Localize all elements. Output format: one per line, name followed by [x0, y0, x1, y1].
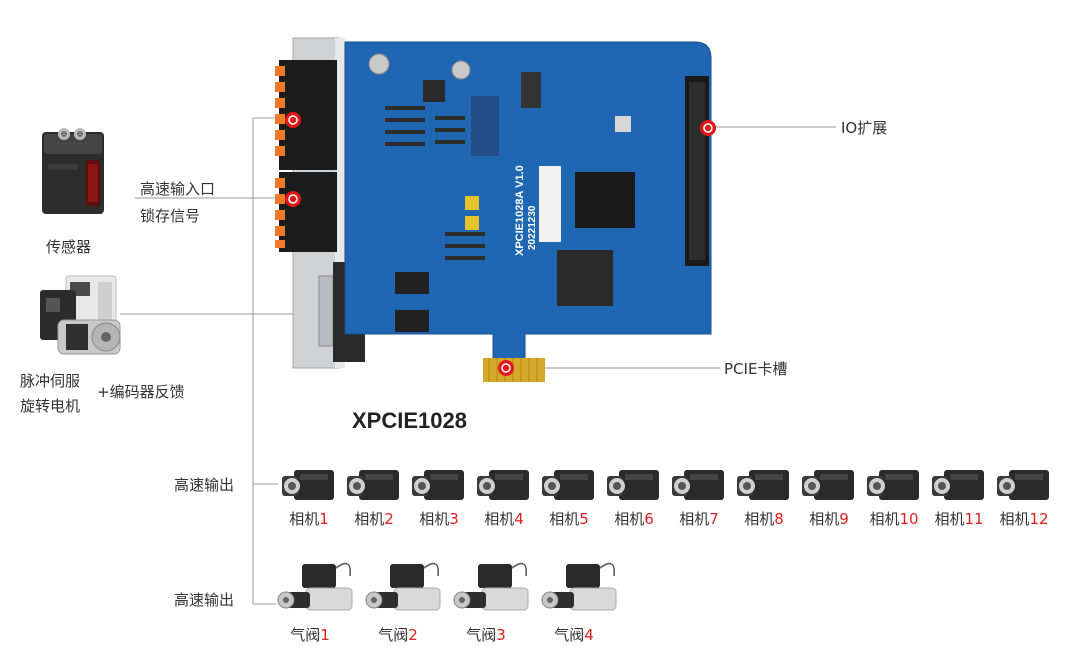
camera-name: 相机 — [549, 510, 580, 528]
camera-icon — [932, 470, 984, 500]
valve-number: 4 — [584, 626, 594, 644]
camera-number: 8 — [774, 510, 784, 528]
label-camera-output: 高速输出 — [174, 476, 235, 494]
valve-name: 气阀 — [554, 626, 585, 644]
valve-name: 气阀 — [378, 626, 409, 644]
label-input-line2: 锁存信号 — [140, 207, 201, 225]
label-input-line1: 高速输入口 — [140, 180, 216, 198]
camera-label: 相机9 — [798, 508, 860, 529]
camera-number: 1 — [319, 510, 329, 528]
camera-name: 相机 — [934, 510, 965, 528]
camera-number: 2 — [384, 510, 394, 528]
camera-label: 相机1 — [278, 508, 340, 529]
camera-number: 4 — [514, 510, 524, 528]
valve-label: 气阀1 — [280, 624, 340, 645]
solenoid-valve-icon — [365, 562, 441, 611]
product-name: XPCIE1028 — [352, 408, 467, 433]
camera-name: 相机 — [744, 510, 775, 528]
photoelectric-sensor-icon — [42, 128, 104, 214]
camera-number: 11 — [964, 510, 984, 528]
marker-input-upper — [285, 112, 301, 128]
camera-icon — [282, 470, 334, 500]
camera-icon — [867, 470, 919, 500]
camera-label: 相机10 — [863, 508, 925, 529]
camera-label: 相机5 — [538, 508, 600, 529]
camera-number: 5 — [579, 510, 589, 528]
camera-name: 相机 — [614, 510, 645, 528]
board-silk-model: XPCIE1028A V1.0 — [514, 165, 526, 256]
valve-label: 气阀2 — [368, 624, 428, 645]
camera-icon — [802, 470, 854, 500]
label-encoder: +编码器反馈 — [97, 383, 185, 401]
label-servo-line2: 旋转电机 — [20, 397, 81, 415]
camera-label: 相机2 — [343, 508, 405, 529]
camera-number: 7 — [709, 510, 719, 528]
camera-icon — [542, 470, 594, 500]
camera-name: 相机 — [354, 510, 385, 528]
servo-motor-icon — [40, 275, 121, 355]
camera-icon — [347, 470, 399, 500]
camera-icon — [737, 470, 789, 500]
solenoid-valve-icon — [541, 562, 617, 611]
camera-name: 相机 — [679, 510, 710, 528]
camera-number: 6 — [644, 510, 654, 528]
camera-number: 9 — [839, 510, 849, 528]
camera-icon — [607, 470, 659, 500]
camera-icon — [412, 470, 464, 500]
camera-label: 相机4 — [473, 508, 535, 529]
valve-name: 气阀 — [290, 626, 321, 644]
marker-io — [700, 120, 716, 136]
camera-name: 相机 — [419, 510, 450, 528]
camera-name: 相机 — [869, 510, 900, 528]
label-valve-output: 高速输出 — [174, 591, 235, 609]
valve-label: 气阀3 — [456, 624, 516, 645]
camera-icon — [672, 470, 724, 500]
camera-number: 10 — [899, 510, 919, 528]
camera-name: 相机 — [999, 510, 1030, 528]
camera-label: 相机8 — [733, 508, 795, 529]
marker-pcie — [498, 360, 514, 376]
camera-label: 相机12 — [993, 508, 1055, 529]
label-pcie-slot: PCIE卡槽 — [724, 360, 788, 378]
camera-label: 相机11 — [928, 508, 990, 529]
camera-name: 相机 — [289, 510, 320, 528]
valve-number: 3 — [496, 626, 506, 644]
camera-number: 12 — [1029, 510, 1049, 528]
valve-label: 气阀4 — [544, 624, 604, 645]
camera-label: 相机6 — [603, 508, 665, 529]
valve-name: 气阀 — [466, 626, 497, 644]
board-silk-date: 20221230 — [527, 205, 538, 250]
camera-label: 相机3 — [408, 508, 470, 529]
label-io-expansion: IO扩展 — [841, 119, 888, 137]
valve-number: 1 — [320, 626, 330, 644]
solenoid-valve-icon — [277, 562, 353, 611]
valve-number: 2 — [408, 626, 418, 644]
camera-name: 相机 — [484, 510, 515, 528]
camera-icon — [477, 470, 529, 500]
marker-input-lower — [285, 191, 301, 207]
solenoid-valve-icon — [453, 562, 529, 611]
camera-name: 相机 — [809, 510, 840, 528]
camera-label: 相机7 — [668, 508, 730, 529]
camera-number: 3 — [449, 510, 459, 528]
label-sensor: 传感器 — [46, 238, 92, 256]
camera-icon — [997, 470, 1049, 500]
pcie-board: XPCIE1028A V1.0 20221230 — [275, 37, 712, 382]
label-servo-line1: 脉冲伺服 — [20, 372, 81, 390]
